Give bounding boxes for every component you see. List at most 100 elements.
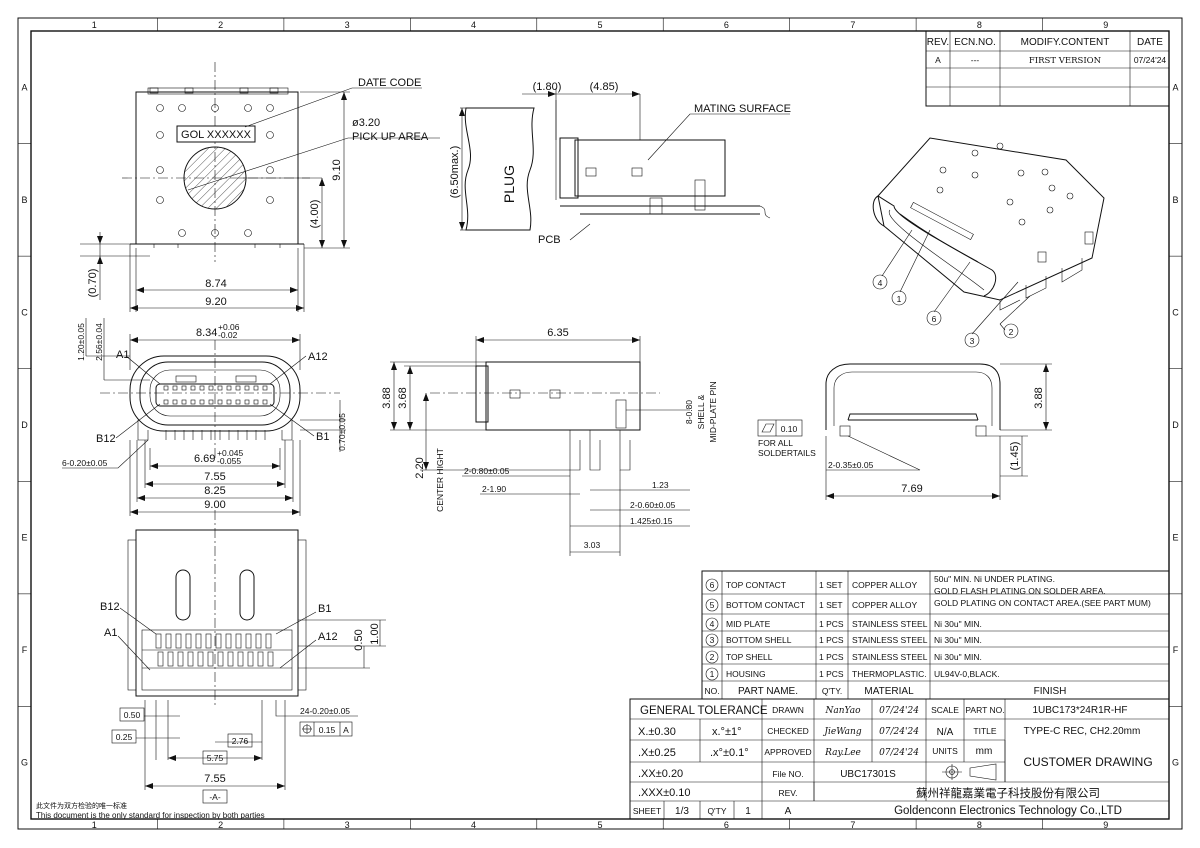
zone-col-top: 3 [345,20,350,30]
zone-col-top: 6 [724,20,729,30]
zone-row-left: A [21,82,27,92]
bom-finish: Ni 30u" MIN. [934,652,982,662]
zone-col-bottom: 7 [850,820,855,830]
date-code-label: DATE CODE [358,77,421,89]
bottom-contact-upper [235,633,242,649]
bottom-contact-upper [205,633,212,649]
zone-row-right: E [1172,533,1178,543]
bom-header-qty: Q'TY. [822,686,842,696]
bom-finish: Ni 30u" MIN. [934,635,982,645]
dim-24-0-20: 24-0.20±0.05 [300,706,350,716]
rev-value: A [935,55,941,65]
zone-row-left: D [21,420,28,430]
bom-part: BOTTOM CONTACT [726,600,805,610]
dim-0-25: 0.25 [116,732,133,742]
zone-col-bottom: 8 [977,820,982,830]
dim-1-20: 1.20±0.05 [76,323,86,361]
front-b12: B12 [96,433,116,445]
qty-value: 1 [745,806,751,817]
inner-border [30,30,1170,820]
company-cn: 蘇州祥龍嘉業電子科技股份有限公司 [916,786,1100,800]
zone-row-right: G [1172,758,1179,768]
callout-2: 2 [1009,327,1014,337]
bottom-pins [155,633,274,667]
zone-row-right: C [1172,307,1179,317]
drawing-title: TYPE-C REC, CH2.20mm [1024,726,1141,737]
rear-view: 3.88 (1.45) 2-0.35±0.05 7.69 [825,363,1052,500]
zone-row-right: D [1172,420,1179,430]
dim-0-70: (0.70) [87,269,99,298]
front-contact-top [253,385,259,391]
general-tolerance-label: GENERAL TOLERANCE [640,705,768,717]
flatness-note: 0.10 FOR ALL SOLDERTAILS [757,419,816,458]
rev-value-tb: A [785,806,792,817]
dim-8-34-tol-dn: -0.02 [218,330,238,340]
zone-row-right: F [1173,645,1179,655]
zone-col-top: 8 [977,20,982,30]
dim-2-20: 2.20 [414,457,426,478]
bom-material: STAINLESS STEEL [852,635,928,645]
front-contact-bottom [199,399,205,405]
dim-2-56: 2.56±0.04 [94,323,104,361]
dim-0-50-v: 0.50 [353,629,365,650]
zone-col-top: 4 [471,20,476,30]
front-contact-bottom [262,399,268,405]
qty-label: Q'TY [707,806,726,816]
title-block: GENERAL TOLERANCE X.±0.30 .X±0.25 .XX±0.… [629,698,1170,820]
zone-col-bottom: 1 [92,820,97,830]
bom-header-finish: FINISH [1034,686,1067,697]
bottom-contact-upper [245,633,252,649]
tol-3: .XXX±0.10 [638,787,691,799]
bom-no: 3 [710,635,715,645]
pos-tol: 0.15 [319,725,336,735]
dim-6-35: 6.35 [547,327,568,339]
front-contact-bottom [244,399,250,405]
rev-label-tb: REV. [778,788,797,798]
note-cn: 此文件为双方检验的唯一标准 [36,801,127,810]
front-contact-bottom [208,399,214,405]
rev-header: REV. [927,37,949,48]
dim-2-0-60: 2-0.60±0.05 [630,500,676,510]
ang-tol-1: x.°±1° [712,726,742,738]
dim-8-34-tol-up: +0.06 [218,322,240,332]
bottom-contact-lower [167,651,174,667]
date-header: DATE [1137,37,1163,48]
front-contact-top [208,385,214,391]
bottom-contact-lower [237,651,244,667]
pcb-label: PCB [538,234,561,246]
front-contact-bottom [190,399,196,405]
zone-row-left: C [21,307,28,317]
bottom-a12: A12 [318,631,338,643]
drawn-by: NanYao [824,706,861,716]
scale-label: SCALE [931,705,959,715]
mating-surface-label: MATING SURFACE [694,103,791,115]
dim-3-88-sv: 3.88 [381,387,393,408]
dim-7-55-bv: 7.55 [204,773,225,785]
mating-side-view: PLUG (1.80) (4.85) (6.50max.) MATING SUR… [449,81,791,246]
bom-material: COPPER ALLOY [852,600,918,610]
bom-qty: 1 SET [819,600,843,610]
dim-6-69-tol-up: +0.045 [217,448,244,458]
bottom-b12: B12 [100,601,120,613]
part-no-label: PART NO. [965,705,1004,715]
dim-8-34: 8.34 [196,327,217,339]
units-label: UNITS [932,746,958,756]
bottom-contact-lower [257,651,264,667]
bom-material: THERMOPLASTIC. [852,669,927,679]
front-b1: B1 [316,431,329,443]
part-no: 1UBC173*24R1R-HF [1032,705,1127,716]
front-contact-bottom [181,399,187,405]
bottom-contact-upper [215,633,222,649]
bom-no-circle [705,633,719,647]
tol-2: .XX±0.20 [638,768,683,780]
bom-qty: 1 PCS [819,619,844,629]
date-1: 07/24'24 [879,706,919,716]
bom-no: 4 [710,619,715,629]
shell-pin-label: SHELL & [696,394,706,429]
dim-3-68: 3.68 [397,387,409,408]
flatness-value: 0.10 [781,424,798,434]
bottom-contact-lower [227,651,234,667]
bom-part: TOP CONTACT [726,580,786,590]
